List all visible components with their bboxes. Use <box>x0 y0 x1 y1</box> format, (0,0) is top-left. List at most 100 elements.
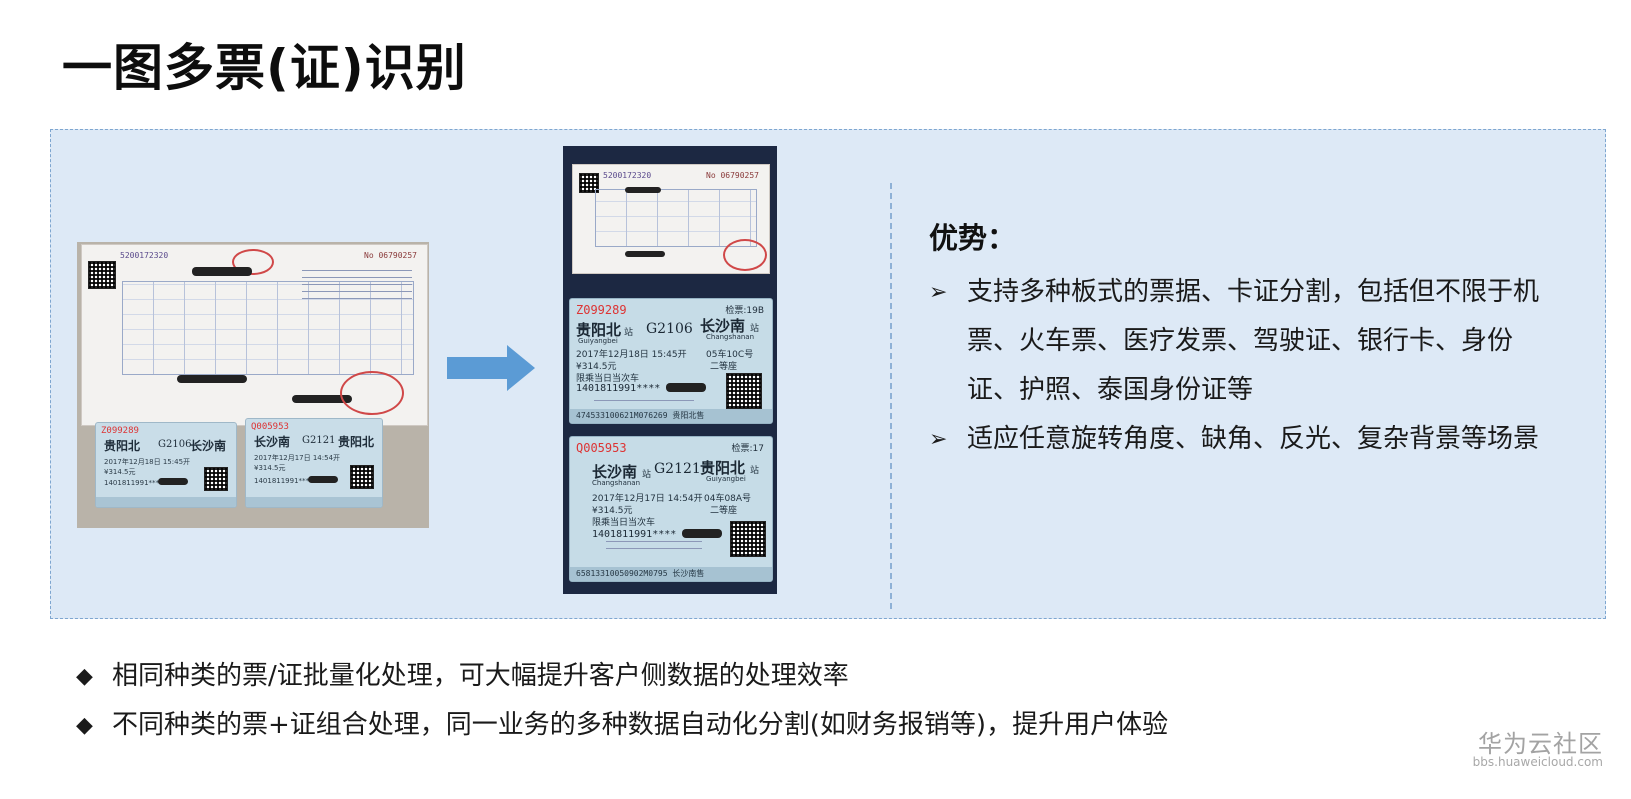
ticket-to: 长沙南 <box>190 439 227 453</box>
summary-bullets: ◆ 相同种类的票/证批量化处理，可大幅提升客户侧数据的处理效率 ◆ 不同种类的票… <box>76 652 1168 750</box>
qr-code-icon <box>88 261 116 289</box>
ticket-note: 限乘当日当次车 <box>592 518 656 528</box>
redaction-mark <box>308 476 338 483</box>
ticket-text-lines <box>606 541 702 555</box>
ticket-to-pinyin: Changshanan <box>706 333 755 341</box>
redaction-mark <box>682 529 722 538</box>
cropped-train-ticket: Q005953 检票:17 长沙南 站 G2121 贵阳北 站 Changsha… <box>569 436 773 582</box>
ticket-date: 2017年12月17日 14:54开 <box>592 494 703 504</box>
ticket-to: 贵阳北 <box>700 459 746 477</box>
ticket-from: 长沙南 <box>592 463 638 481</box>
ticket-from-pinyin: Guiyangbei <box>578 337 618 345</box>
ticket-date: 2017年12月18日 15:45开 <box>576 350 687 360</box>
ticket-check-gate: 检票:17 <box>731 444 765 454</box>
ticket-footer: 65813310050902M0795 长沙南售 <box>570 567 772 581</box>
ticket-note: 限乘当日当次车 <box>576 374 640 384</box>
ticket-id: 1401811991**** <box>576 383 661 394</box>
source-photo: 5200172320 No 06790257 Z099289 贵阳北 G2106… <box>77 242 429 528</box>
qr-code-icon <box>730 521 766 557</box>
ticket-from-suffix: 站 <box>624 328 634 338</box>
ticket-train: G2106 <box>158 439 192 450</box>
cropped-train-ticket: Z099289 检票:19B 贵阳北 站 G2106 长沙南 站 Guiyang… <box>569 298 773 424</box>
qr-code-icon <box>204 467 228 491</box>
ticket-price: ¥314.5元 <box>104 468 136 476</box>
advantage-text: 支持多种板式的票据、卡证分割，包括但不限于机票、火车票、医疗发票、驾驶证、银行卡… <box>967 277 1540 405</box>
diamond-bullet-icon: ◆ <box>76 664 93 689</box>
ticket-class: 二等座 <box>710 362 738 372</box>
red-stamp-icon <box>340 371 404 415</box>
ticket-to: 贵阳北 <box>338 435 375 449</box>
ticket-seat: 05车10C号 <box>706 350 754 360</box>
ticket-to: 长沙南 <box>700 317 746 335</box>
ticket-train: G2106 <box>646 321 693 337</box>
ticket-footer <box>96 497 236 507</box>
ticket-price: ¥314.5元 <box>576 362 617 372</box>
slide-title: 一图多票(证)识别 <box>62 39 467 97</box>
summary-text: 相同种类的票/证批量化处理，可大幅提升客户侧数据的处理效率 <box>112 661 849 691</box>
cropped-invoice: 5200172320 No 06790257 <box>572 164 770 274</box>
red-stamp-icon <box>232 249 274 275</box>
ticket-class: 二等座 <box>710 506 738 516</box>
ticket-text-lines <box>594 395 694 407</box>
ticket-check-gate: 检票:19B <box>725 306 764 316</box>
invoice-text-lines <box>302 265 412 305</box>
advantage-item: ➢ 适应任意旋转角度、缺角、反光、复杂背景等场景 <box>929 415 1549 464</box>
redaction-mark <box>177 375 247 383</box>
ticket-from: 贵阳北 <box>576 321 622 339</box>
ticket-id: 1401811991**** <box>592 529 677 540</box>
arrow-bullet-icon: ➢ <box>929 427 948 452</box>
watermark-url: bbs.huaweicloud.com <box>1472 755 1603 769</box>
qr-code-icon <box>579 173 599 193</box>
ticket-from: 贵阳北 <box>104 439 141 453</box>
ticket-to-suffix: 站 <box>750 466 760 476</box>
qr-code-icon <box>350 465 374 489</box>
redaction-mark <box>292 395 352 403</box>
diamond-bullet-icon: ◆ <box>76 713 93 738</box>
ticket-train: G2121 <box>302 435 336 446</box>
watermark-name: 华为云社区 <box>1478 730 1603 758</box>
advantages-heading: 优势： <box>929 221 1017 255</box>
ticket-id: 1401811991**** <box>104 479 163 487</box>
ticket-from-suffix: 站 <box>642 470 652 480</box>
ticket-from: 长沙南 <box>254 435 291 449</box>
ticket-date: 2017年12月17日 14:54开 <box>254 454 341 462</box>
redaction-mark <box>666 383 706 392</box>
right-arrow-icon <box>447 345 535 391</box>
ticket-id: 1401811991**** <box>254 477 313 485</box>
invoice-document: 5200172320 No 06790257 <box>81 244 428 426</box>
invoice-number-right: No 06790257 <box>706 171 759 180</box>
ticket-seat: 04车08A号 <box>704 494 752 504</box>
advantage-item: ➢ 支持多种板式的票据、卡证分割，包括但不限于机票、火车票、医疗发票、驾驶证、银… <box>929 268 1549 415</box>
train-ticket: Z099289 贵阳北 G2106 长沙南 2017年12月18日 15:45开… <box>95 422 237 508</box>
ticket-to-suffix: 站 <box>750 324 760 334</box>
invoice-number-right: No 06790257 <box>364 251 417 260</box>
red-stamp-icon <box>723 239 767 271</box>
ticket-to-pinyin: Guiyangbei <box>706 475 746 483</box>
summary-item: ◆ 不同种类的票+证组合处理，同一业务的多种数据自动化分割(如财务报销等)，提升… <box>76 701 1168 750</box>
invoice-number: 5200172320 <box>603 171 652 180</box>
train-ticket: Q005953 长沙南 G2121 贵阳北 2017年12月17日 14:54开… <box>245 418 383 508</box>
ticket-footer: 474533100621M076269 贵阳北售 <box>570 409 772 423</box>
ticket-serial: Z099289 <box>101 426 139 436</box>
ticket-serial: Q005953 <box>251 422 289 432</box>
panel-divider <box>890 183 892 609</box>
ticket-from-pinyin: Changshanan <box>592 479 641 487</box>
advantage-text: 适应任意旋转角度、缺角、反光、复杂背景等场景 <box>967 424 1540 454</box>
redaction-mark <box>158 478 188 485</box>
ticket-price: ¥314.5元 <box>592 506 633 516</box>
qr-code-icon <box>726 373 762 409</box>
ticket-serial: Q005953 <box>576 441 627 455</box>
redaction-mark <box>625 187 661 193</box>
advantages-list: ➢ 支持多种板式的票据、卡证分割，包括但不限于机票、火车票、医疗发票、驾驶证、银… <box>929 268 1549 464</box>
ticket-train: G2121 <box>654 461 701 477</box>
ticket-footer <box>246 497 382 507</box>
summary-text: 不同种类的票+证组合处理，同一业务的多种数据自动化分割(如财务报销等)，提升用户… <box>112 710 1169 740</box>
summary-item: ◆ 相同种类的票/证批量化处理，可大幅提升客户侧数据的处理效率 <box>76 652 1168 701</box>
arrow-bullet-icon: ➢ <box>929 280 948 305</box>
ticket-serial: Z099289 <box>576 303 627 317</box>
invoice-table <box>595 189 757 247</box>
ticket-date: 2017年12月18日 15:45开 <box>104 458 191 466</box>
invoice-number: 5200172320 <box>120 251 169 260</box>
result-strip: 5200172320 No 06790257 Z099289 检票:19B 贵阳… <box>563 146 777 594</box>
redaction-mark <box>625 251 665 257</box>
